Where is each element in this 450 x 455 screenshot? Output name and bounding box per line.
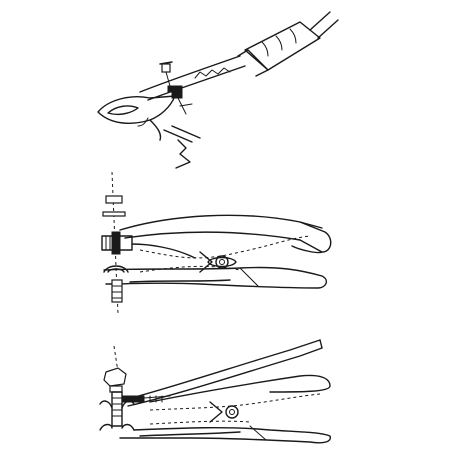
- clamp-pivot-spring-assembled: [149, 393, 321, 425]
- clamp-upper-handle: [119, 214, 332, 254]
- clamp-pivot-spring: [139, 235, 311, 273]
- insulating-boot: [237, 21, 321, 77]
- stud-axis-assembled: [113, 345, 119, 373]
- stud-saddle-assembled: [99, 400, 135, 431]
- stud-nut-assembled: [103, 367, 127, 393]
- clip-screw: [159, 61, 193, 115]
- stud-saddle-exploded: [103, 265, 129, 303]
- clip-lower-jaw: [97, 95, 176, 141]
- clamp-lower-handle: [103, 266, 328, 289]
- clamp-upper-handle-open: [123, 339, 331, 407]
- panel-clamp-assembled: [99, 339, 331, 444]
- cable: [309, 11, 339, 39]
- panel-alligator-clip: [97, 11, 339, 169]
- clamp-lower-handle-assembled: [119, 425, 331, 444]
- conductor-break: [163, 125, 201, 169]
- stud-threaded: [111, 391, 171, 427]
- clamp-upper-jaw: [101, 231, 196, 259]
- stud-nut-exploded: [102, 195, 126, 217]
- panel-clamp-exploded: [101, 171, 332, 315]
- clip-upper-handle: [139, 55, 246, 101]
